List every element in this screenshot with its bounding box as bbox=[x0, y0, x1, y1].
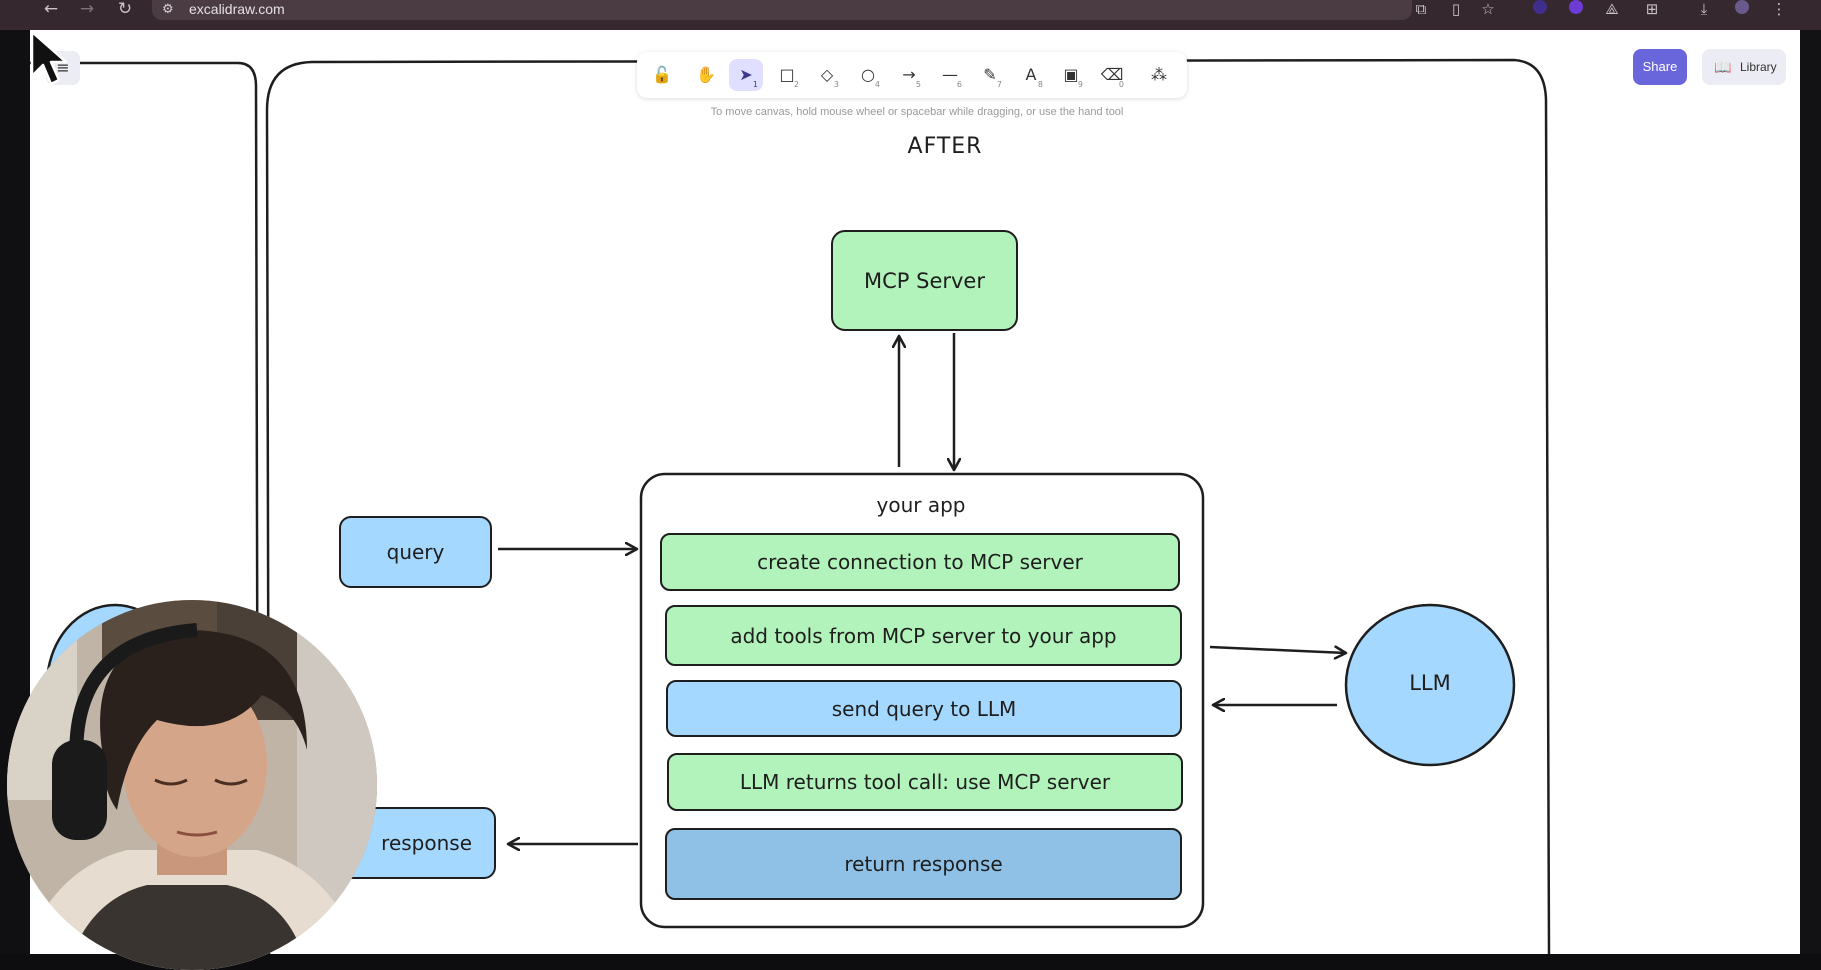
presenter-video bbox=[7, 600, 377, 970]
extension-icon-2[interactable] bbox=[1564, 0, 1588, 20]
llm-label[interactable]: LLM bbox=[1409, 671, 1451, 695]
extra-tools-icon[interactable]: ⁂ bbox=[1151, 65, 1167, 84]
mouse-cursor-icon bbox=[30, 30, 68, 86]
share-button[interactable]: Share bbox=[1633, 49, 1687, 85]
eraser-tool-icon[interactable]: ⌫0 bbox=[1100, 65, 1124, 89]
response-label: response bbox=[381, 831, 472, 855]
lock-tool-icon[interactable]: 🔓 bbox=[652, 65, 672, 84]
selection-tool-icon[interactable]: ➤1 bbox=[729, 59, 763, 91]
step-tool-call[interactable]: LLM returns tool call: use MCP server bbox=[667, 753, 1183, 811]
step-create-connection[interactable]: create connection to MCP server bbox=[660, 533, 1180, 591]
llm-circle bbox=[1344, 603, 1516, 767]
address-bar[interactable]: ⚙ excalidraw.com bbox=[152, 0, 1412, 20]
site-settings-icon[interactable]: ⚙ bbox=[162, 2, 174, 17]
canvas-hint: To move canvas, hold mouse wheel or spac… bbox=[710, 106, 1124, 118]
diamond-tool-icon[interactable]: ◇3 bbox=[820, 65, 839, 89]
browser-menu-icon[interactable]: ⋮ bbox=[1771, 0, 1787, 18]
draw-tool-icon[interactable]: ✎7 bbox=[983, 65, 1002, 89]
arrow-tool-icon[interactable]: →5 bbox=[902, 65, 921, 89]
diagram-title[interactable]: AFTER bbox=[907, 134, 983, 159]
step-add-tools[interactable]: add tools from MCP server to your app bbox=[665, 605, 1182, 666]
forward-icon[interactable]: → bbox=[79, 0, 95, 19]
back-icon[interactable]: ← bbox=[43, 0, 59, 19]
step-send-query[interactable]: send query to LLM bbox=[666, 680, 1182, 737]
image-tool-icon[interactable]: ▣9 bbox=[1063, 65, 1083, 89]
profile-avatar-icon[interactable] bbox=[1730, 0, 1754, 20]
page-icon[interactable]: ▯ bbox=[1451, 0, 1461, 18]
arrow-app-to-llm bbox=[1209, 647, 1346, 653]
step-return-response[interactable]: return response bbox=[665, 828, 1182, 900]
url-text[interactable]: excalidraw.com bbox=[189, 1, 285, 17]
step-label: add tools from MCP server to your app bbox=[730, 623, 1117, 648]
extension-icon-3[interactable]: ⟁ bbox=[1605, 0, 1619, 18]
frame-main bbox=[265, 58, 1551, 954]
star-icon[interactable]: ☆ bbox=[1481, 0, 1495, 18]
right-black-border bbox=[1800, 30, 1821, 954]
rectangle-tool-icon[interactable]: □2 bbox=[779, 65, 799, 89]
cast-icon[interactable]: ⧉ bbox=[1415, 0, 1427, 18]
reload-icon[interactable]: ↻ bbox=[117, 0, 133, 19]
library-button[interactable]: 📖 Library bbox=[1702, 49, 1786, 85]
mcp-server-label: MCP Server bbox=[864, 268, 985, 293]
webcam-overlay bbox=[7, 600, 377, 970]
step-label: create connection to MCP server bbox=[757, 550, 1083, 574]
extensions-icon[interactable]: ⊞ bbox=[1645, 0, 1659, 18]
library-icon: 📖 bbox=[1714, 59, 1732, 75]
frame-left-edge bbox=[30, 61, 260, 954]
query-label: query bbox=[386, 540, 445, 564]
download-icon[interactable]: ⤓ bbox=[1700, 0, 1708, 18]
your-app-label[interactable]: your app bbox=[876, 493, 966, 517]
library-label: Library bbox=[1740, 60, 1777, 74]
ellipse-tool-icon[interactable]: ○4 bbox=[861, 65, 880, 89]
step-label: send query to LLM bbox=[831, 696, 1017, 721]
browser-toolbar: ← → ↻ ⚙ excalidraw.com ⧉ ▯ ☆ ⟁ ⊞ ⤓ ⋮ bbox=[0, 0, 1821, 30]
line-tool-icon[interactable]: —6 bbox=[942, 65, 962, 89]
step-label: LLM returns tool call: use MCP server bbox=[739, 770, 1111, 794]
extension-icon-1[interactable] bbox=[1528, 0, 1552, 20]
query-box[interactable]: query bbox=[339, 516, 492, 588]
step-label: return response bbox=[844, 852, 1003, 876]
mcp-server-box[interactable]: MCP Server bbox=[831, 230, 1018, 331]
hand-tool-icon[interactable]: ✋ bbox=[696, 65, 716, 84]
